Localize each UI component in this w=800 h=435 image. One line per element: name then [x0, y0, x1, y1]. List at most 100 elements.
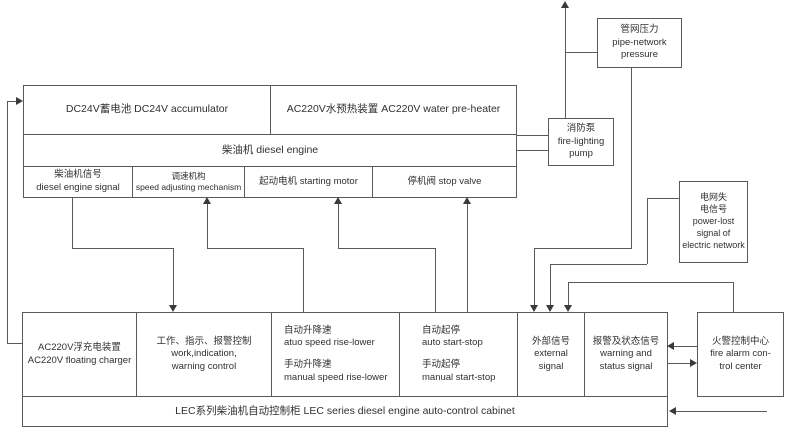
node-label: 工作、指示、报警控制 — [156, 335, 252, 347]
node-diesel-engine-signal: 柴油机信号 diesel engine signal — [23, 166, 133, 198]
node-label: LEC系列柴油机自动控制柜 LEC series diesel engine a… — [175, 404, 515, 417]
node-label: speed adjusting mechanism — [135, 182, 242, 192]
connector-signal-down — [72, 197, 73, 248]
node-label: 自动升降速 — [284, 324, 332, 336]
connector-into-cabinet — [676, 411, 767, 412]
node-label: power-lost — [692, 216, 735, 227]
node-water-preheater: AC220V水预热装置 AC220V water pre-heater — [270, 85, 517, 135]
node-label: work,indication, — [171, 348, 237, 360]
arrowhead-into-cabinet — [669, 407, 676, 415]
node-label: 消防泵 — [566, 123, 596, 135]
node-label: fire alarm con- — [710, 348, 771, 360]
node-speed-adjusting-mechanism: 调速机构 speed adjusting mechanism — [132, 166, 245, 198]
node-label: atuo speed rise-lower — [284, 337, 375, 349]
node-label: 柴油机 diesel engine — [221, 143, 319, 156]
node-warning-status-signal: 报警及状态信号 warning and status signal — [584, 312, 668, 397]
node-label: 调速机构 — [171, 170, 206, 181]
connector-powerlost-down — [647, 198, 648, 264]
arrowhead-into-stop-valve — [463, 197, 471, 204]
node-label: pressure — [621, 49, 658, 61]
connector-signal-across — [72, 248, 174, 249]
node-start-stop: 自动起停 auto start-stop 手动起停 manual start-s… — [399, 312, 518, 397]
node-cabinet-label: LEC系列柴油机自动控制柜 LEC series diesel engine a… — [22, 396, 668, 427]
arrowhead-pump-up — [561, 1, 569, 8]
node-label: 手动起停 — [422, 359, 461, 370]
node-label: DC24V蓄电池 DC24V accumulator — [65, 103, 229, 116]
node-label: 火警控制中心 — [711, 335, 769, 347]
node-label: electric network — [682, 239, 745, 250]
connector-charger-riser — [7, 101, 8, 344]
connector-powerlost-across — [550, 264, 647, 265]
node-label: 起动电机 starting motor — [259, 175, 358, 187]
arrowhead-into-warning — [667, 342, 674, 350]
node-label: AC220V水预热装置 AC220V water pre-heater — [286, 103, 501, 116]
node-stop-valve: 停机阀 stop valve — [372, 166, 517, 198]
node-label: pipe-network — [612, 36, 667, 48]
node-power-lost-signal: 电网失 电信号 power-lost signal of electric ne… — [679, 181, 748, 263]
connector-warning-to-alarm — [668, 363, 690, 364]
node-label: 外部信号 — [531, 335, 570, 347]
node-label: 停机阀 stop valve — [407, 175, 482, 187]
node-label: manual speed rise-lower — [284, 371, 388, 383]
connector-speed-up — [303, 248, 304, 312]
arrowhead-pipe-into-external — [530, 305, 538, 312]
arrowhead-into-accumulator — [16, 97, 23, 105]
connector-alarm-up — [733, 282, 734, 312]
arrowhead-into-fire-alarm — [690, 359, 697, 367]
connector-pipe-down — [631, 67, 632, 249]
connector-startstop-across — [338, 248, 436, 249]
node-label: AC220V浮充电装置 — [38, 341, 121, 353]
connector-stopvalve-riser — [467, 204, 468, 312]
connector-powerlost-out — [647, 198, 679, 199]
connector-pump-riser — [565, 8, 566, 118]
connector-alarm-across — [568, 282, 733, 283]
node-label: 手动升降速 — [284, 359, 332, 370]
node-label: auto start-stop — [422, 337, 483, 349]
connector-powerlost-drop — [550, 264, 551, 305]
connector-charger-out — [7, 343, 23, 344]
node-label: trol center — [719, 360, 762, 372]
arrowhead-into-work-control — [169, 305, 177, 312]
connector-startstop-up1 — [435, 248, 436, 312]
node-dc24v-accumulator: DC24V蓄电池 DC24V accumulator — [23, 85, 271, 135]
node-label: 自动起停 — [422, 324, 461, 336]
node-label: warning control — [171, 360, 237, 372]
connector-motor-riser — [338, 204, 339, 248]
arrowhead-powerlost-into-external — [546, 305, 554, 312]
node-label: diesel engine signal — [36, 182, 120, 193]
connector-speed-riser — [207, 204, 208, 248]
node-fire-lighting-pump: 消防泵 fire-lighting pump — [548, 118, 614, 166]
connector-alarm-drop — [568, 282, 569, 305]
arrowhead-into-speed-mechanism — [203, 197, 211, 204]
connector-speed-across — [207, 248, 304, 249]
node-floating-charger: AC220V浮充电装置 AC220V floating charger — [22, 312, 137, 397]
node-diesel-engine: 柴油机 diesel engine — [23, 134, 517, 167]
connector-alarm-to-warning — [674, 346, 697, 347]
node-external-signal: 外部信号 external signal — [517, 312, 585, 397]
connector-engine-pump-1 — [516, 135, 548, 136]
connector-riser-to-pipe-pressure — [565, 52, 597, 53]
node-label: 电信号 — [699, 204, 727, 215]
node-label: AC220V floating charger — [27, 354, 132, 366]
node-label: 报警及状态信号 — [592, 335, 660, 347]
node-label: fire-lighting — [557, 135, 605, 147]
node-label: status signal — [599, 360, 653, 372]
connector-charger-to-accumulator — [7, 101, 17, 102]
arrowhead-into-starting-motor — [334, 197, 342, 204]
node-speed-rise-lower: 自动升降速 atuo speed rise-lower 手动升降速 manual… — [271, 312, 400, 397]
arrowhead-alarm-into-external — [564, 305, 572, 312]
node-fire-alarm-control-center: 火警控制中心 fire alarm con- trol center — [697, 312, 784, 397]
node-label: signal of — [696, 227, 731, 238]
node-starting-motor: 起动电机 starting motor — [244, 166, 373, 198]
node-label: pump — [569, 148, 593, 160]
node-label: signal — [538, 360, 564, 372]
connector-signal-drop — [173, 248, 174, 305]
node-label: warning and — [600, 348, 652, 360]
node-pipe-network-pressure: 管网压力 pipe-network pressure — [597, 18, 682, 68]
node-label: manual start-stop — [422, 371, 496, 383]
connector-engine-pump-2 — [516, 150, 548, 151]
node-label: 电网失 — [699, 192, 727, 203]
node-label: 柴油机信号 — [54, 169, 102, 181]
node-label: 管网压力 — [620, 24, 659, 36]
